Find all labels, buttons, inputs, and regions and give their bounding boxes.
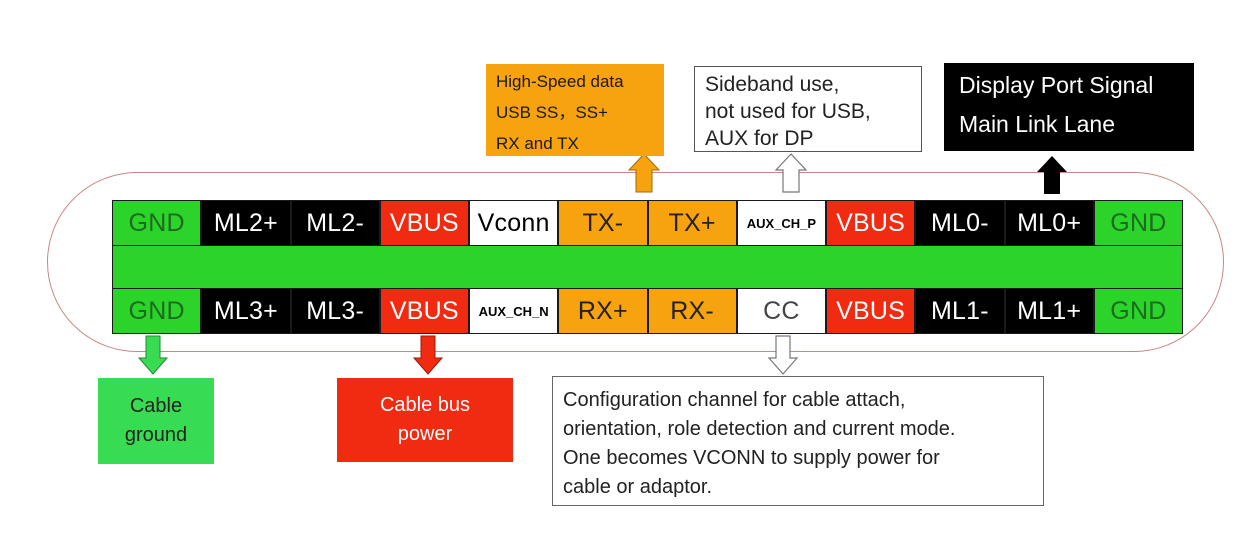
- top-pin-tx: TX+: [647, 200, 737, 246]
- bottom-pin-ml1: ML1-: [915, 288, 1005, 334]
- top-pin-vbus: VBUS: [379, 200, 469, 246]
- note-line: not used for USB,: [705, 100, 871, 123]
- top-pin-ml0: ML0+: [1004, 200, 1094, 246]
- note-line: High-Speed data: [496, 72, 624, 91]
- cable-bus-power-note: Cable bus power: [337, 378, 513, 462]
- top-pin-aux-ch-p: AUX_CH_P: [736, 200, 826, 246]
- sideband-note: Sideband use, not used for USB, AUX for …: [694, 66, 922, 152]
- bottom-pin-aux-ch-n: AUX_CH_N: [469, 288, 559, 334]
- bottom-pin-gnd: GND: [112, 288, 202, 334]
- arrow-down-ground: [137, 335, 169, 375]
- top-pin-gnd: GND: [1093, 200, 1183, 246]
- note-line: cable or adaptor.: [563, 476, 712, 498]
- note-line: USB SS，SS+: [496, 103, 608, 122]
- note-line: Display Port Signal: [959, 72, 1154, 98]
- configuration-channel-note: Configuration channel for cable attach, …: [552, 376, 1044, 506]
- display-port-note: Display Port Signal Main Link Lane: [944, 63, 1194, 151]
- arrow-up-high-speed: [627, 153, 661, 193]
- note-line: RX and TX: [496, 134, 579, 153]
- note-line: power: [397, 423, 453, 445]
- note-line: One becomes VCONN to supply power for: [563, 447, 940, 469]
- bottom-pin-gnd: GND: [1093, 288, 1183, 334]
- note-line: Main Link Lane: [959, 111, 1115, 137]
- bottom-pin-rx: RX-: [647, 288, 737, 334]
- note-line: Sideband use,: [705, 73, 840, 96]
- bottom-pin-vbus: VBUS: [826, 288, 916, 334]
- bottom-pin-rx: RX+: [558, 288, 648, 334]
- top-pin-gnd: GND: [112, 200, 202, 246]
- bottom-pin-vbus: VBUS: [379, 288, 469, 334]
- note-line: orientation, role detection and current …: [563, 418, 956, 440]
- top-pin-vconn: Vconn: [469, 200, 559, 246]
- cable-ground-note: Cable ground: [98, 378, 214, 464]
- arrow-down-vbus: [412, 335, 444, 375]
- top-pin-ml2: ML2-: [290, 200, 380, 246]
- note-line: AUX for DP: [705, 127, 814, 150]
- bottom-pin-ml3: ML3-: [290, 288, 380, 334]
- top-pin-tx: TX-: [558, 200, 648, 246]
- top-pin-ml0: ML0-: [915, 200, 1005, 246]
- note-line: Cable bus: [379, 394, 471, 416]
- connector-tongue: [112, 246, 1183, 288]
- bottom-pin-cc: CC: [736, 288, 826, 334]
- note-line: ground: [124, 424, 188, 446]
- arrow-down-cc: [767, 335, 799, 375]
- top-pin-ml2: ML2+: [201, 200, 291, 246]
- bottom-pin-ml3: ML3+: [201, 288, 291, 334]
- arrow-up-sideband: [774, 153, 808, 193]
- arrow-up-display-port: [1037, 156, 1067, 194]
- note-line: Configuration channel for cable attach,: [563, 389, 906, 411]
- note-line: Cable: [129, 395, 183, 417]
- bottom-pin-ml1: ML1+: [1004, 288, 1094, 334]
- top-pin-vbus: VBUS: [826, 200, 916, 246]
- high-speed-data-note: High-Speed data USB SS，SS+ RX and TX: [486, 64, 664, 156]
